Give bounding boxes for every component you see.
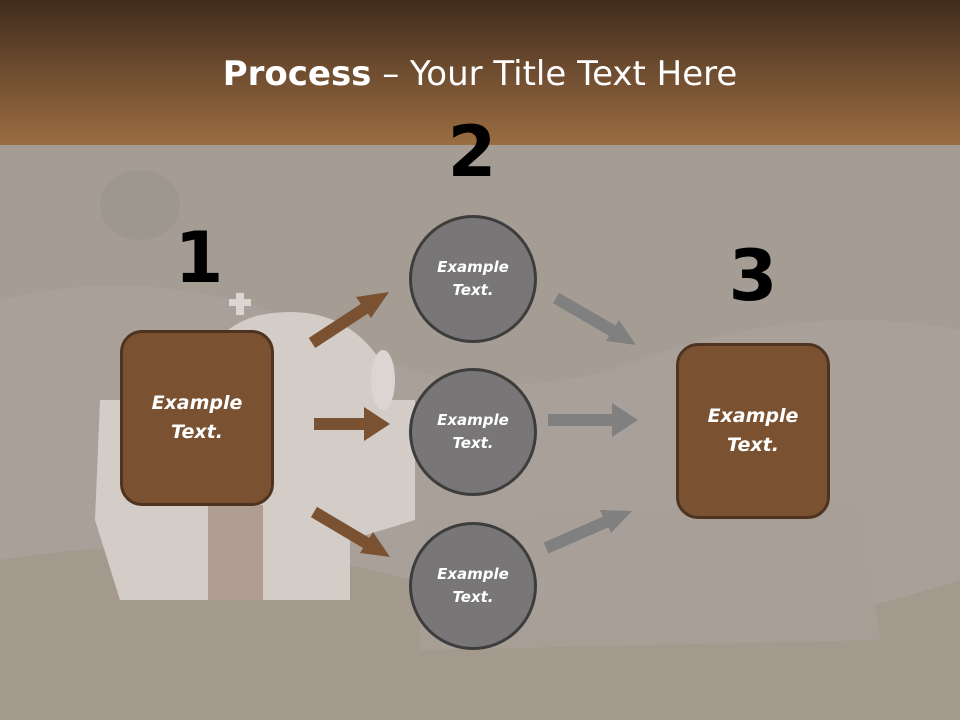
step-2-circle-top[interactable]: Example Text. <box>409 215 537 343</box>
step-1-box[interactable]: Example Text. <box>120 330 274 506</box>
step-2-circle-bottom[interactable]: Example Text. <box>409 522 537 650</box>
step-2-circle-middle-text: Example Text. <box>437 411 509 452</box>
step-number-1: 1 <box>174 217 224 299</box>
step-number-3: 3 <box>728 235 778 317</box>
slide-title-rest: – Your Title Text Here <box>371 54 738 94</box>
arrow-1-to-2a[interactable] <box>308 292 389 349</box>
slide-title[interactable]: Process – Your Title Text Here <box>0 52 960 96</box>
shrub-shape <box>100 170 180 240</box>
title-banner <box>0 0 960 145</box>
step-number-2: 2 <box>447 111 497 193</box>
arrow-2b-to-3[interactable] <box>548 403 638 437</box>
arrow-1-to-2c[interactable] <box>310 506 390 557</box>
stone-wall-shape <box>420 500 880 650</box>
arrow-1-to-2b[interactable] <box>314 407 390 441</box>
step-2-circle-top-text: Example Text. <box>437 258 509 299</box>
step-3-box[interactable]: Example Text. <box>676 343 830 519</box>
arrow-2c-to-3[interactable] <box>543 510 632 554</box>
arrow-2a-to-3[interactable] <box>552 292 636 345</box>
step-3-text: Example Text. <box>707 405 799 456</box>
step-2-circle-bottom-text: Example Text. <box>437 565 509 606</box>
slide-title-bold: Process <box>222 54 372 94</box>
step-1-text: Example Text. <box>151 392 243 443</box>
step-2-circle-middle[interactable]: Example Text. <box>409 368 537 496</box>
